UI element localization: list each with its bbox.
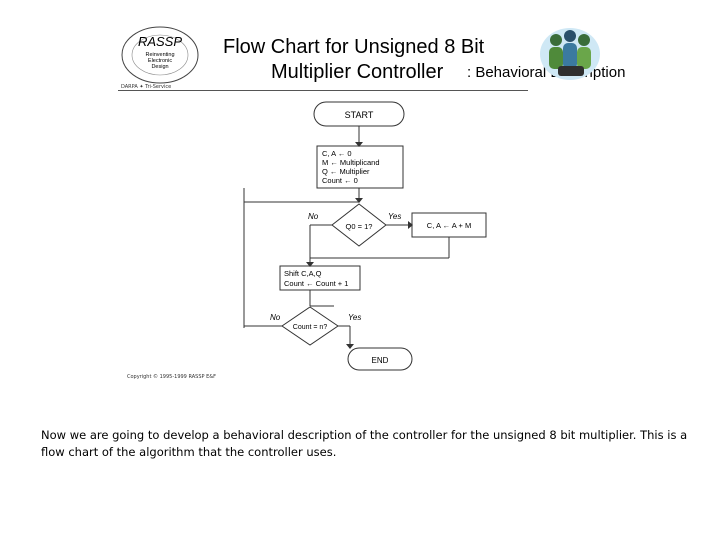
logo-line3: Design — [151, 64, 168, 70]
figure-copyright: Copyright © 1995-1999 RASSP E&F — [127, 374, 217, 380]
decision2-label: Count = n? — [293, 324, 328, 331]
add-step-label: C, A ← A + M — [427, 221, 471, 230]
slide-title-line2: Multiplier Controller — [271, 61, 444, 83]
decision2-no: No — [270, 313, 281, 322]
flowchart: START C, A ← 0 M ← Multiplicand Q ← Mult… — [243, 101, 487, 371]
logo-line2: Electronic — [148, 58, 172, 64]
decision1-label: Q0 = 1? — [346, 222, 373, 231]
init-line-4: Count ← 0 — [322, 176, 358, 185]
decision1-no: No — [308, 212, 319, 221]
shift-box — [279, 265, 361, 291]
decision-q0 — [331, 203, 387, 247]
slide-title-line1: Flow Chart for Unsigned 8 Bit — [223, 36, 485, 58]
rassp-logo: RASSP Reinventing Electronic Design — [121, 26, 199, 84]
shift-line-1: Shift C,A,Q — [284, 269, 322, 278]
decision1-yes: Yes — [388, 212, 401, 221]
init-line-2: M ← Multiplicand — [322, 158, 380, 167]
init-box — [316, 145, 404, 189]
init-line-3: Q ← Multiplier — [322, 167, 370, 176]
header-divider — [118, 90, 528, 91]
end-terminator — [347, 347, 413, 371]
logo-name: RASSP — [138, 34, 182, 49]
people-group-icon — [540, 28, 600, 80]
decision2-yes: Yes — [348, 313, 361, 322]
start-label: START — [345, 110, 374, 120]
end-label: END — [372, 356, 389, 365]
init-line-1: C, A ← 0 — [322, 149, 352, 158]
slide-body-text: Now we are going to develop a behavioral… — [41, 428, 688, 459]
logo-caption: DARPA ✦ Tri-Service — [121, 84, 172, 90]
logo-line1: Reinventing — [145, 52, 174, 58]
decision-count — [281, 306, 339, 346]
shift-line-2: Count ← Count + 1 — [284, 279, 348, 288]
